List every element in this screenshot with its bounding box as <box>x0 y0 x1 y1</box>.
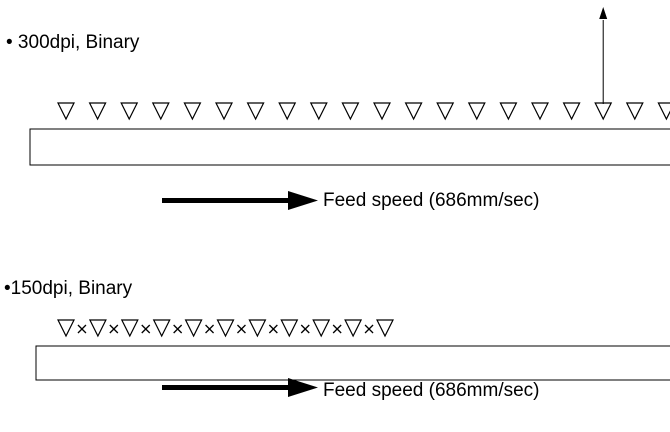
down-triangle-icon <box>216 319 235 338</box>
cross-icon <box>109 324 119 334</box>
down-triangle-icon <box>594 102 613 121</box>
down-triangle-icon <box>88 102 107 121</box>
down-triangle-icon <box>309 102 328 121</box>
cross-icon <box>236 324 246 334</box>
down-triangle-icon <box>625 102 644 121</box>
down-triangle-icon <box>341 102 360 121</box>
cross-icon <box>332 324 342 334</box>
cross-icon <box>77 324 87 334</box>
down-triangle-icon <box>467 102 486 121</box>
down-triangle-icon <box>344 319 363 338</box>
down-triangle-icon <box>152 319 171 338</box>
down-triangle-icon <box>436 102 455 121</box>
down-triangle-icon <box>215 102 233 121</box>
down-triangle-icon <box>246 102 265 121</box>
down-triangle-icon <box>57 102 75 121</box>
media-bar-300dpi <box>29 128 670 166</box>
feed-speed-label-300dpi: Feed speed (686mm/sec) <box>323 190 540 211</box>
down-triangle-icon <box>120 102 139 121</box>
down-triangle-icon <box>404 102 423 121</box>
down-triangle-icon <box>57 319 75 338</box>
down-triangle-icon <box>151 102 170 121</box>
feed-arrowhead <box>288 378 318 397</box>
down-triangle-icon <box>373 102 391 121</box>
feed-direction-arrow-300dpi <box>162 191 318 210</box>
ejection-arrow <box>599 7 608 104</box>
cross-icon <box>205 324 215 334</box>
cross-icon <box>141 324 151 334</box>
down-triangle-icon <box>499 102 518 121</box>
section-150dpi-label: •150dpi, Binary <box>4 278 133 299</box>
feed-arrow-shaft <box>162 198 290 203</box>
feed-arrowhead <box>288 191 318 210</box>
cross-icon <box>268 324 278 334</box>
down-triangle-icon <box>531 102 549 121</box>
down-triangle-icon <box>280 319 299 338</box>
down-triangle-icon <box>248 319 267 338</box>
down-triangle-icon <box>183 102 202 121</box>
down-triangle-icon <box>184 319 203 338</box>
feed-arrow-shaft <box>162 385 290 390</box>
cross-icon <box>300 324 310 334</box>
feed-direction-arrow-150dpi <box>162 378 318 397</box>
ejection-arrowhead <box>599 7 608 19</box>
cross-icon <box>364 324 374 334</box>
media-bar-150dpi <box>35 345 670 381</box>
down-triangle-icon <box>562 102 581 121</box>
nozzle-row-300dpi <box>57 102 670 121</box>
feed-speed-label-150dpi: Feed speed (686mm/sec) <box>323 380 540 401</box>
down-triangle-icon <box>312 319 331 338</box>
cross-icon <box>173 324 183 334</box>
down-triangle-icon <box>88 319 107 338</box>
nozzle-row-150dpi <box>57 319 394 338</box>
section-300dpi-label: • 300dpi, Binary <box>6 32 140 53</box>
down-triangle-icon <box>657 102 670 121</box>
down-triangle-icon <box>376 319 394 338</box>
down-triangle-icon <box>278 102 297 121</box>
down-triangle-icon <box>120 319 139 338</box>
